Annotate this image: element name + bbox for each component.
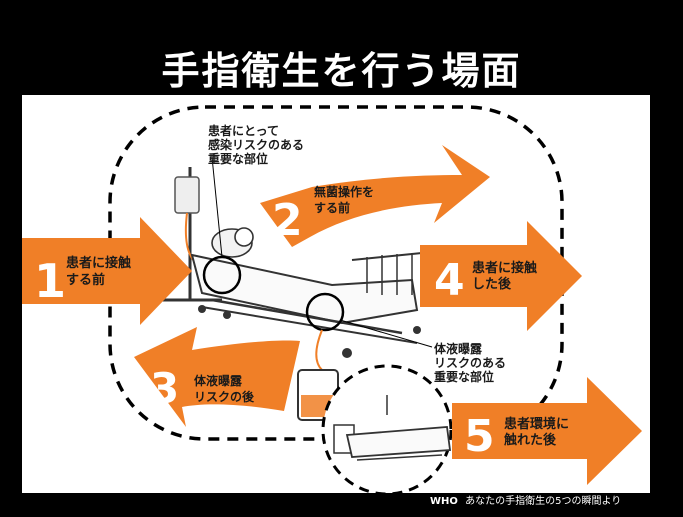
caption-text: あなたの手指衛生の5つの瞬間より <box>465 496 622 507</box>
diagram-panel: 1 患者に接触 する前 2 無菌操作を する前 3 体液曝露 リスクの後 <box>22 95 650 496</box>
moment-5-line2: 触れた後 <box>503 432 557 448</box>
moment-3-arrow: 3 体液曝露 リスクの後 <box>134 327 300 427</box>
moment-4-line2: した後 <box>472 276 512 292</box>
patient-environment-icon <box>321 364 453 496</box>
moment-3-line1: 体液曝露 <box>194 373 243 388</box>
moment-3-line2: リスクの後 <box>194 389 255 404</box>
moment-1-line1: 患者に接触 <box>66 255 131 271</box>
body-fluid-label-3: 重要な部位 <box>434 369 494 384</box>
diagram: 1 患者に接触 する前 2 無菌操作を する前 3 体液曝露 リスクの後 <box>22 105 642 496</box>
moment-2-line1: 無菌操作を <box>314 184 374 199</box>
moment-2-line2: する前 <box>314 200 350 215</box>
caption-source: WHO <box>430 496 458 507</box>
body-fluid-label-1: 体液曝露 <box>434 341 483 356</box>
moment-5-number: 5 <box>464 411 495 462</box>
slide-title: 手指衛生を行う場面 <box>161 49 522 93</box>
body-fluid-label-2: リスクのある <box>434 356 506 370</box>
infection-site-leader <box>211 156 223 258</box>
moment-2-number: 2 <box>272 195 303 246</box>
moment-5-line1: 患者環境に <box>504 416 569 432</box>
infection-site-label-2: 感染リスクのある <box>208 137 304 152</box>
moment-4-number: 4 <box>434 255 465 306</box>
infection-site-label-1: 患者にとって <box>208 123 279 138</box>
moment-5-arrow: 5 患者環境に 触れた後 <box>452 377 642 485</box>
body-fluid-site-leader <box>339 319 433 348</box>
moment-4-arrow: 4 患者に接触 した後 <box>420 221 582 331</box>
body-fluid-site-circle <box>305 292 345 332</box>
moment-1-arrow: 1 患者に接触 する前 <box>22 217 192 325</box>
moment-3-number: 3 <box>150 364 179 413</box>
moment-2-arrow: 2 無菌操作を する前 <box>260 145 490 247</box>
source-caption: WHO あなたの手指衛生の5つの瞬間より <box>430 492 670 507</box>
infection-site-label-3: 重要な部位 <box>208 151 268 166</box>
moment-1-line2: する前 <box>66 272 105 288</box>
moment-1-number: 1 <box>34 254 66 308</box>
moment-4-line1: 患者に接触 <box>472 260 537 276</box>
